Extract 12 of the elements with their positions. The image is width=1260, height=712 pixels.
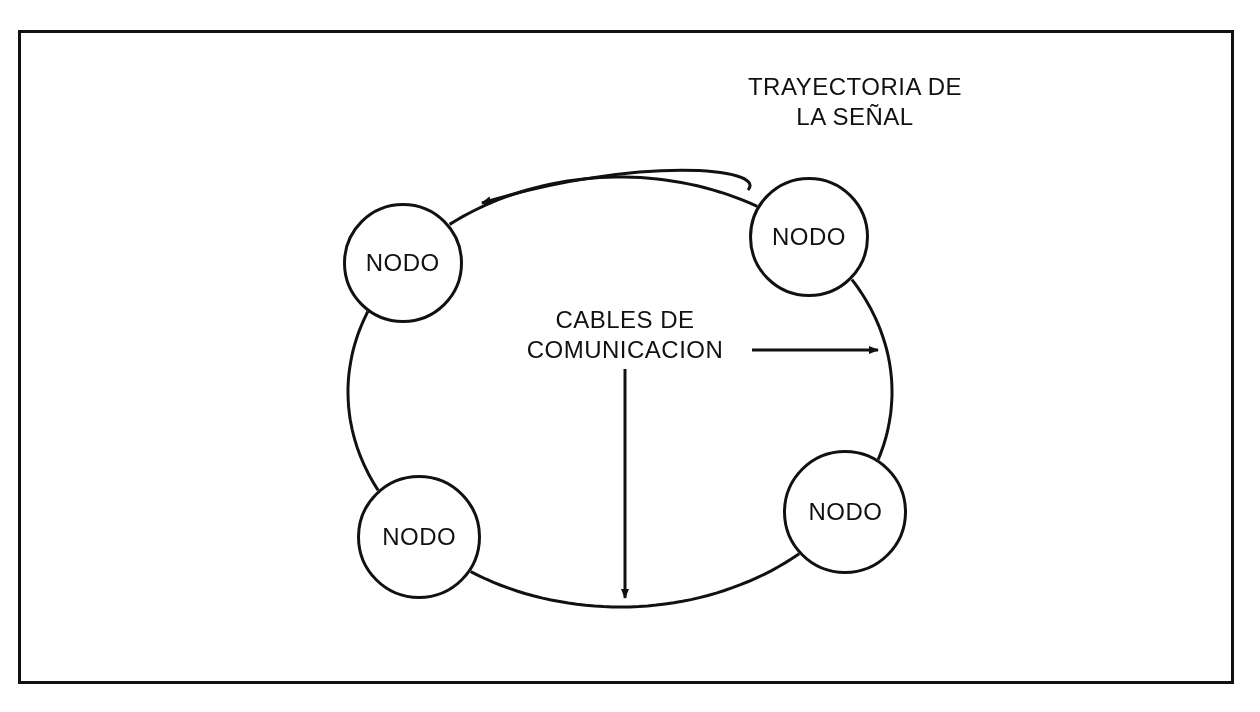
ring-cable (850, 278, 894, 461)
leader-arrow (621, 369, 629, 599)
leader-arrow (752, 346, 879, 354)
node-label: NODO (771, 222, 846, 253)
ring-cable (346, 310, 380, 492)
node-label: NODO (365, 247, 440, 278)
node-label: NODO (808, 497, 883, 528)
cable-label: CABLES DE COMUNICACION (500, 305, 750, 365)
ring-cable (470, 552, 801, 609)
signal-path-label: TRAYECTORIA DE LA SEÑAL (746, 72, 964, 132)
ring-cable (448, 175, 758, 226)
node-label: NODO (382, 521, 457, 552)
